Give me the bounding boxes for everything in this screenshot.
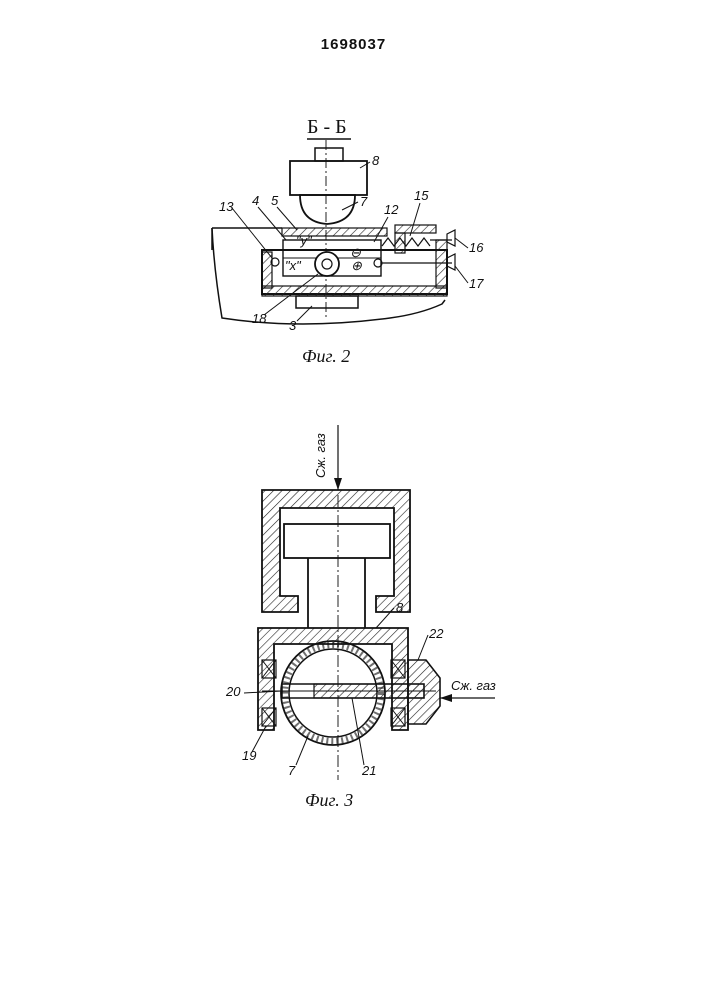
figure-3-caption: Фиг. 3: [305, 790, 353, 810]
callout-20: 20: [225, 684, 241, 699]
eccentric-18: [315, 252, 339, 276]
axis-x-label: "х": [285, 258, 302, 273]
figure-2: Б - Б: [212, 116, 484, 366]
gas-label-side: Сж. газ: [451, 678, 496, 693]
callout-7: 7: [288, 763, 296, 778]
piston: [284, 524, 390, 558]
callout-15: 15: [414, 188, 429, 203]
callout-16: 16: [469, 240, 484, 255]
callout-4: 4: [252, 193, 259, 208]
callout-17: 17: [469, 276, 484, 291]
callout-3: 3: [289, 318, 297, 333]
figure-3: Сж. газ Сж. газ: [225, 425, 496, 810]
figure-2-caption: Фиг. 2: [302, 346, 350, 366]
screw-16: [447, 230, 455, 246]
spring-15: [382, 238, 430, 246]
section-label: Б - Б: [307, 116, 347, 138]
axis-y-label: "у": [296, 233, 313, 248]
screw-17: [447, 254, 455, 270]
callout-19: 19: [242, 748, 256, 763]
part-3-flange: [296, 296, 358, 308]
gas-label-top: Сж. газ: [313, 433, 328, 478]
housing-right-wall: [436, 240, 447, 288]
nozzle-22: [408, 660, 440, 724]
callout-18: 18: [252, 311, 267, 326]
callout-7: 7: [360, 194, 368, 209]
callout-8: 8: [372, 153, 380, 168]
part-7-roller: [300, 195, 355, 224]
housing-bottom-hatch: [262, 286, 447, 296]
callout-12: 12: [384, 202, 399, 217]
callout-22: 22: [428, 626, 444, 641]
callout-8: 8: [396, 600, 404, 615]
part-8-block: [290, 161, 367, 195]
plus-sign: ⊕: [351, 258, 362, 273]
callout-21: 21: [361, 763, 376, 778]
callout-13: 13: [219, 199, 234, 214]
callout-5: 5: [271, 193, 279, 208]
part-8-stem: [315, 148, 343, 161]
